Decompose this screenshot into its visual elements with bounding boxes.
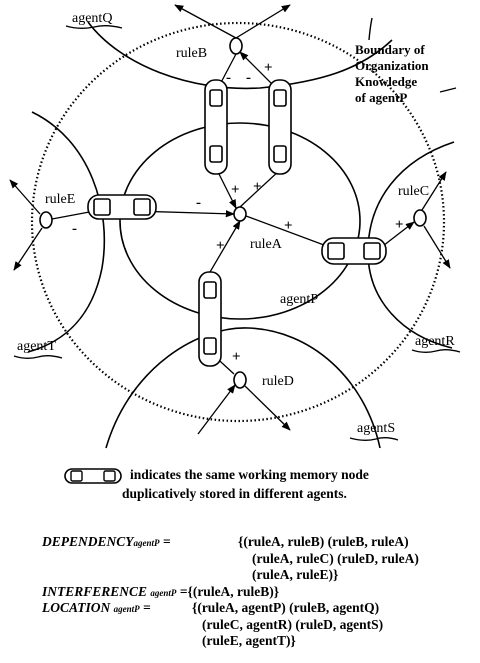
- location-row-3: (ruleE, agentT)}: [202, 633, 296, 648]
- squiggle-annotations: [13, 17, 461, 441]
- svg-text:+: +: [232, 349, 241, 365]
- svg-text:Boundary of: Boundary of: [355, 42, 425, 57]
- memory-pair-ruleB-right: [268, 79, 292, 175]
- dependency-row-3: (ruleA, ruleE)}: [252, 567, 339, 582]
- svg-text:+: +: [284, 218, 293, 234]
- legend-line-2: duplicatively stored in different agents…: [122, 486, 347, 501]
- svg-text:-: -: [246, 70, 251, 86]
- rule-node-ruleB: [229, 37, 243, 55]
- rule-node-ruleA: [233, 206, 247, 222]
- memory-pair-ruleD: [198, 271, 222, 367]
- svg-text:-: -: [196, 195, 201, 211]
- svg-text:+: +: [264, 60, 273, 76]
- agent-label-agentS: agentS: [357, 421, 395, 436]
- sign-labels: - - + + + - - + + + +: [72, 60, 404, 365]
- agent-label-agentT: agentT: [17, 339, 56, 354]
- definitions: DEPENDENCYagentP = {(ruleA, ruleB) (rule…: [42, 534, 472, 650]
- location-row-1: LOCATION agentP = {(ruleA, agentP) (rule…: [42, 600, 380, 615]
- agent-label-agentR: agentR: [415, 334, 455, 349]
- agent-circle-agentS: [105, 327, 381, 449]
- agent-circle-agentT: [27, 111, 106, 353]
- svg-text:+: +: [216, 238, 225, 254]
- svg-text:Knowledge: Knowledge: [355, 74, 417, 89]
- legend: indicates the same working memory node d…: [64, 466, 474, 506]
- rule-label-ruleD: ruleD: [262, 374, 294, 389]
- rule-node-ruleC: [413, 209, 427, 227]
- organization-knowledge-diagram: - - + + + - - + + + + agentQ agentT agen…: [9, 4, 461, 449]
- organization-boundary: [30, 21, 446, 423]
- svg-text:+: +: [231, 182, 240, 198]
- memory-pair-ruleC: [321, 237, 387, 265]
- rule-node-ruleD: [233, 371, 247, 389]
- agent-circle-agentQ: [87, 21, 393, 90]
- svg-text:-: -: [72, 221, 77, 237]
- memory-pair-ruleE: [87, 194, 157, 220]
- boundary-note: Boundary of Organization Knowledge of ag…: [355, 42, 429, 105]
- dependency-row-1: DEPENDENCYagentP = {(ruleA, ruleB) (rule…: [42, 534, 409, 549]
- interference-row: INTERFERENCE agentP ={(ruleA, ruleB)}: [42, 583, 280, 599]
- rule-label-ruleB: ruleB: [176, 46, 207, 61]
- memory-node-symbol-icon: [64, 468, 122, 484]
- svg-text:-: -: [226, 70, 231, 86]
- location-row-2: (ruleC, agentR) (ruleD, agentS): [202, 616, 384, 632]
- rule-label-ruleA: ruleA: [250, 237, 283, 252]
- rule-label-ruleC: ruleC: [398, 184, 429, 199]
- external-arrows: [9, 4, 451, 435]
- svg-text:+: +: [253, 179, 262, 195]
- svg-text:+: +: [395, 217, 404, 233]
- svg-text:Organization: Organization: [355, 58, 429, 73]
- dependency-row-2: (ruleA, ruleC) (ruleD, ruleA): [252, 550, 419, 566]
- svg-text:of agentP: of agentP: [355, 90, 407, 105]
- rule-label-ruleE: ruleE: [45, 192, 75, 207]
- agent-label-agentQ: agentQ: [72, 11, 112, 26]
- agent-label-agentP: agentP: [280, 292, 318, 307]
- rule-node-ruleE: [39, 211, 53, 229]
- legend-line-1: indicates the same working memory node: [130, 467, 369, 482]
- memory-pair-ruleB-left: [204, 79, 228, 175]
- agent-circle-agentP: [119, 122, 361, 320]
